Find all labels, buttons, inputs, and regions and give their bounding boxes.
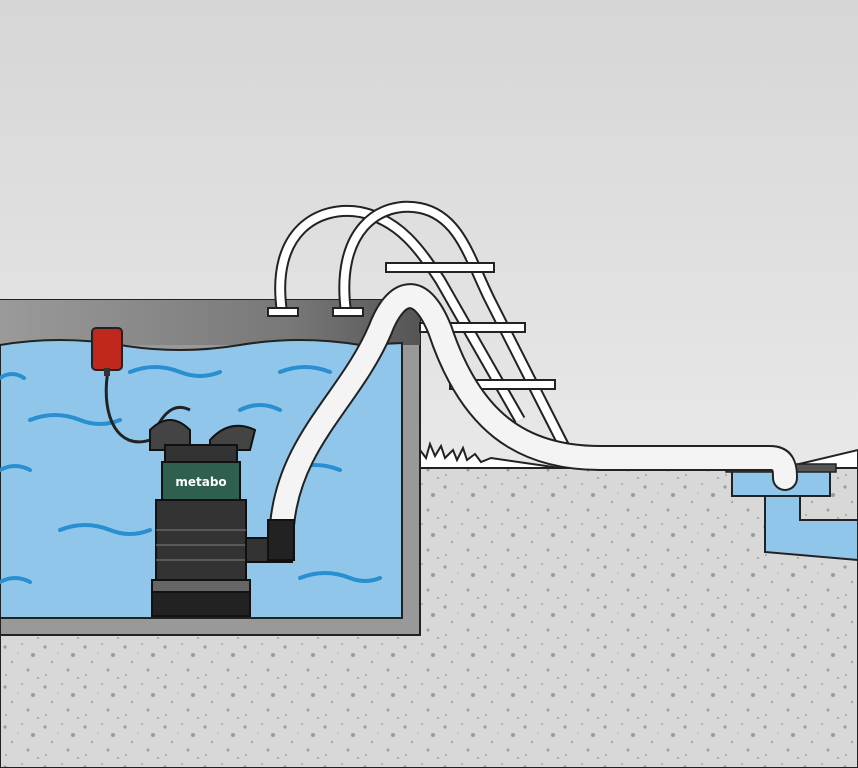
submersible-pump: metabo xyxy=(149,419,295,617)
brand-logo: metabo xyxy=(175,475,226,489)
pool-ladder xyxy=(267,200,571,451)
hose xyxy=(269,283,798,538)
water-waves xyxy=(0,365,382,584)
grass xyxy=(419,440,561,472)
